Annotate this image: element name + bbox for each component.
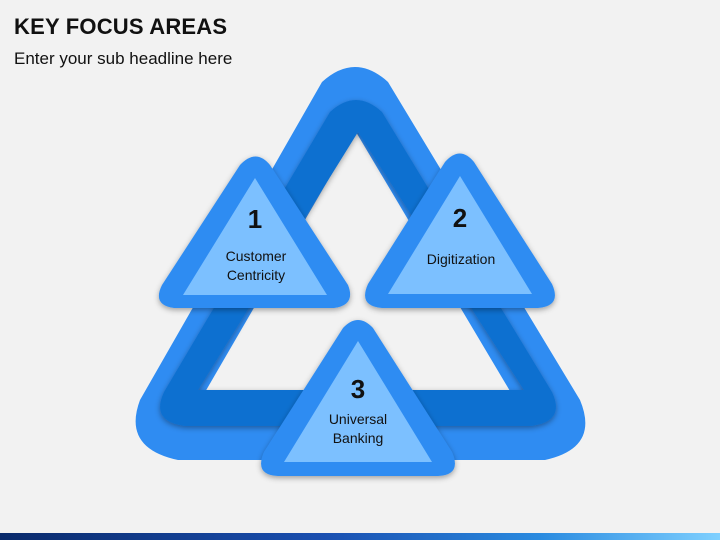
page-title: KEY FOCUS AREAS	[14, 14, 228, 39]
focus-area-2	[365, 153, 555, 308]
bottom-accent-bar	[0, 533, 720, 540]
inner-ring	[160, 100, 556, 426]
page-subtitle: Enter your sub headline here	[14, 49, 233, 68]
focus-area-3-label-line2: Banking	[333, 430, 384, 446]
triangle-2-fill	[388, 176, 532, 294]
focus-area-2-label-line1: Digitization	[427, 251, 495, 267]
triangle-3-fill	[284, 341, 432, 462]
focus-area-3	[261, 320, 455, 476]
focus-area-1-label-line1: Customer	[226, 248, 287, 264]
focus-area-1	[158, 156, 351, 308]
focus-area-3-label-line1: Universal	[329, 411, 387, 427]
focus-area-3-number: 3	[351, 374, 365, 404]
focus-area-1-label-line2: Centricity	[227, 267, 285, 283]
triangle-1-fill	[183, 178, 327, 295]
focus-area-1-number: 1	[248, 204, 262, 234]
focus-area-2-number: 2	[453, 203, 467, 233]
